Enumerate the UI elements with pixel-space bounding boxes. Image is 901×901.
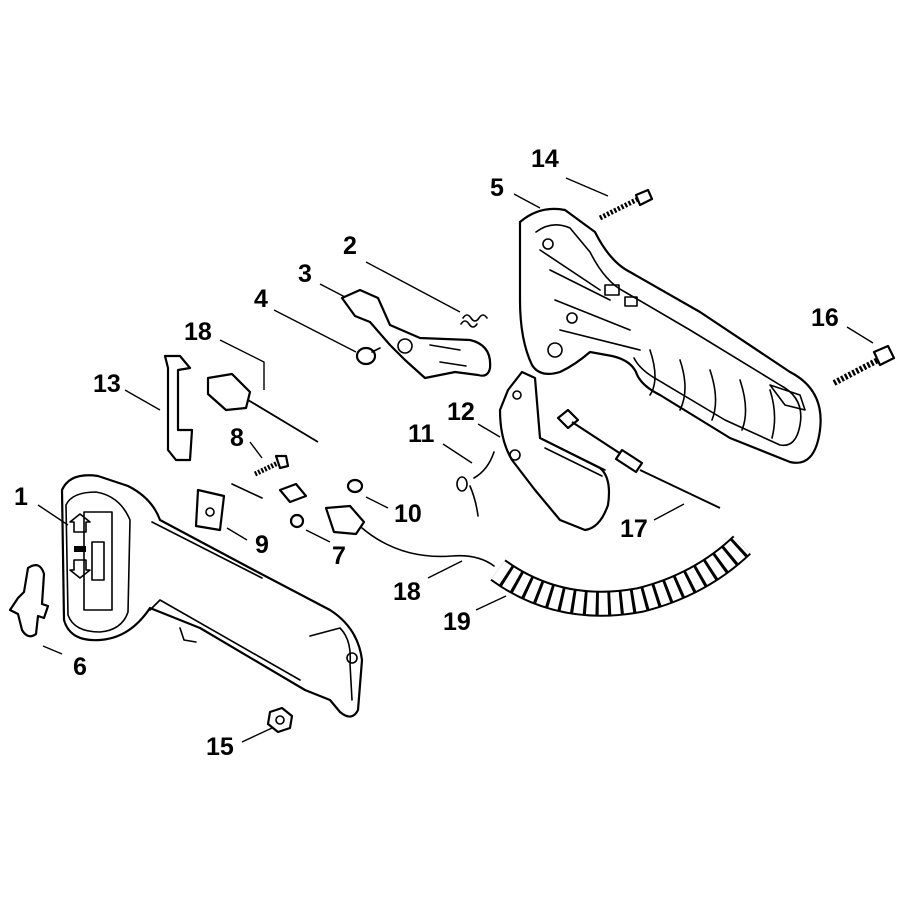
part-10-ring bbox=[346, 478, 364, 494]
callout-18-lower: 18 bbox=[393, 578, 421, 606]
callout-9: 9 bbox=[255, 531, 269, 559]
leader-lines bbox=[37, 177, 874, 743]
part-16-screw bbox=[832, 344, 896, 386]
part-4-pin bbox=[355, 346, 381, 366]
callout-7: 7 bbox=[332, 542, 346, 570]
part-1-handle-housing bbox=[60, 474, 364, 718]
part-2-spring bbox=[460, 314, 488, 328]
callout-14: 14 bbox=[531, 145, 559, 173]
callout-6: 6 bbox=[73, 653, 87, 681]
callout-2: 2 bbox=[343, 232, 357, 260]
callout-8: 8 bbox=[230, 424, 244, 452]
part-18-connector-upper bbox=[206, 372, 319, 443]
part-19-coiled-cable bbox=[490, 535, 751, 617]
callout-13: 13 bbox=[93, 370, 121, 398]
callout-11: 11 bbox=[408, 420, 435, 448]
part-5-housing-half bbox=[518, 207, 822, 464]
part-small-contacts bbox=[194, 482, 308, 532]
callout-10: 10 bbox=[394, 500, 422, 528]
part-11-spring bbox=[456, 451, 495, 517]
part-12-trigger bbox=[498, 370, 611, 532]
callout-3: 3 bbox=[298, 260, 312, 288]
callout-15: 15 bbox=[206, 733, 234, 761]
callout-5: 5 bbox=[490, 174, 504, 202]
part-8-screw bbox=[253, 454, 290, 477]
callout-4: 4 bbox=[254, 285, 268, 313]
part-17-rod bbox=[556, 408, 721, 509]
callout-19: 19 bbox=[443, 608, 471, 636]
part-15-nut bbox=[266, 706, 294, 734]
part-3-lever bbox=[340, 288, 492, 380]
callout-18-upper: 18 bbox=[184, 318, 212, 346]
callout-12: 12 bbox=[447, 398, 475, 426]
part-6-switch-knob bbox=[8, 564, 50, 638]
part-14-screw bbox=[598, 188, 654, 221]
callout-1: 1 bbox=[14, 483, 28, 511]
part-13-clip bbox=[163, 354, 194, 462]
callout-16: 16 bbox=[811, 304, 839, 332]
part-18-cable-lower bbox=[324, 504, 495, 567]
callout-17: 17 bbox=[620, 515, 648, 543]
callout-labels: 1 2 3 4 5 6 7 8 9 10 11 12 13 14 15 16 1… bbox=[14, 145, 839, 761]
